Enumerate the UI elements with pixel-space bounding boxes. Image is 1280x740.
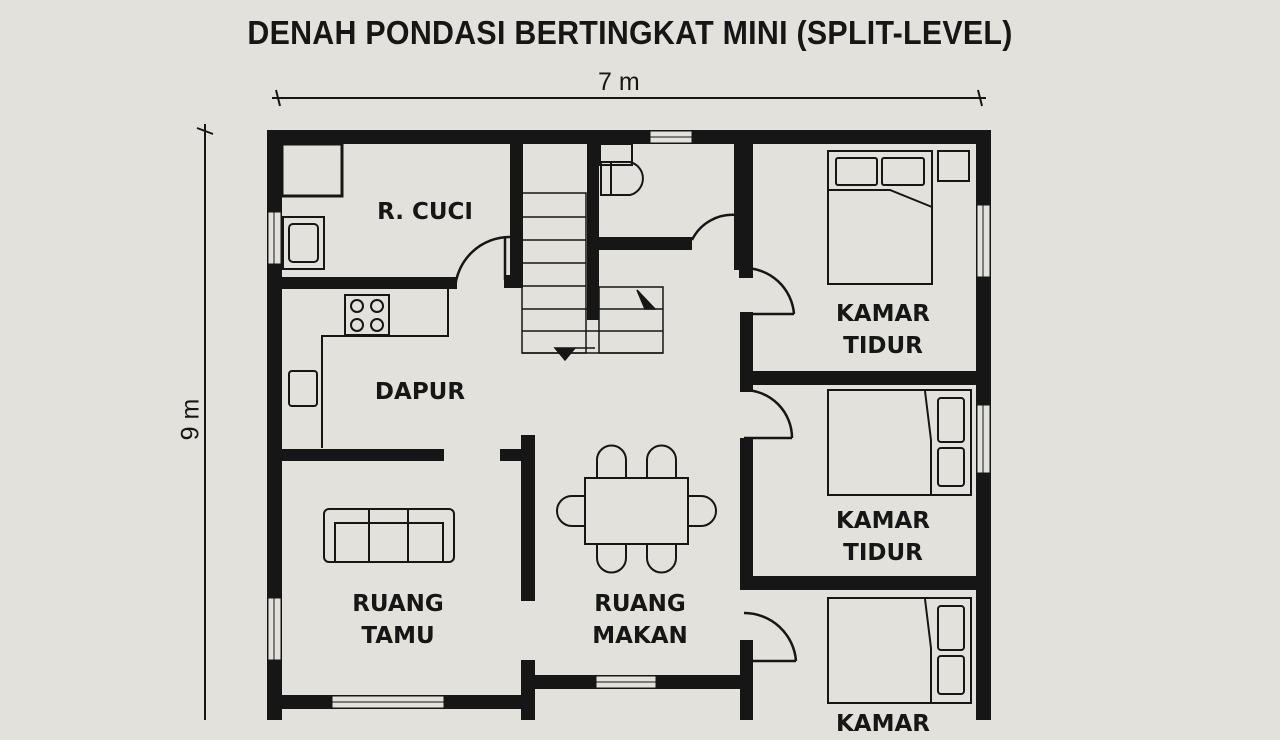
room-label-bedroom-1: KAMAR TIDUR <box>818 298 948 362</box>
room-label-bedroom-3: KAMAR <box>818 708 948 740</box>
washing-machine-icon <box>282 216 325 270</box>
floor-plan <box>196 89 991 720</box>
plan-title: DENAH PONDASI BERTINGKAT MINI (SPLIT-LEV… <box>247 14 1013 51</box>
room-label-line: R. CUCI <box>377 199 473 225</box>
room-label-line: MAKAN <box>592 623 688 649</box>
room-label-line: KAMAR <box>835 711 931 737</box>
room-label-line: TAMU <box>361 623 435 649</box>
room-label-bedroom-2: KAMAR TIDUR <box>818 505 948 569</box>
dining-table-icon <box>556 444 717 574</box>
room-label-laundry: R. CUCI <box>360 196 490 228</box>
width-dimension-line <box>272 89 986 107</box>
width-dimension-label: 7 m <box>598 68 640 96</box>
stove-icon <box>344 294 390 336</box>
windows <box>267 130 991 709</box>
bed-icon <box>827 150 933 285</box>
room-label-line: DAPUR <box>374 379 466 405</box>
nightstand-icon <box>937 150 970 182</box>
room-label-living-room: RUANG TAMU <box>333 588 463 652</box>
room-label-kitchen: DAPUR <box>355 376 485 408</box>
bed-icon <box>827 597 972 704</box>
room-label-line: KAMAR <box>835 301 931 327</box>
toilet-icon <box>599 143 644 196</box>
staircase <box>521 192 664 362</box>
laundry-counter <box>280 142 344 198</box>
room-label-line: RUANG <box>594 591 686 617</box>
room-label-line: TIDUR <box>843 333 923 359</box>
fridge-icon <box>288 370 318 407</box>
room-label-dining-room: RUANG MAKAN <box>575 588 705 652</box>
doors <box>453 213 798 663</box>
room-label-line: RUANG <box>352 591 444 617</box>
walls <box>267 130 991 720</box>
sofa-icon <box>323 508 455 563</box>
room-label-line: TIDUR <box>843 540 923 566</box>
room-label-line: KAMAR <box>835 508 931 534</box>
bed-icon <box>827 389 972 496</box>
height-dimension-line <box>196 124 214 720</box>
kitchen-counter <box>321 289 449 448</box>
